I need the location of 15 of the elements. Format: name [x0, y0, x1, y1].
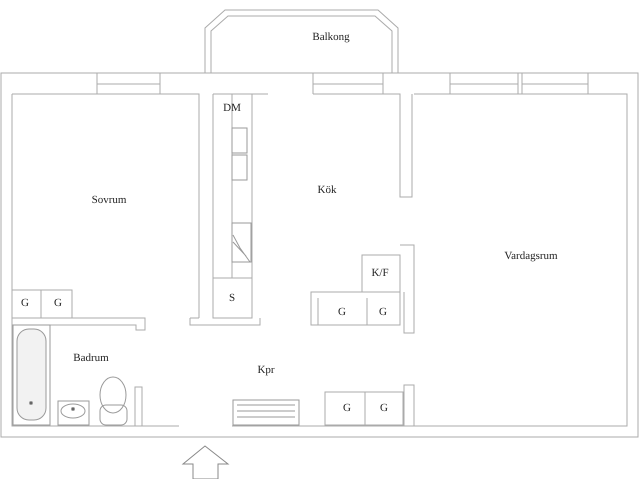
room-label: Balkong: [312, 31, 350, 43]
cabinet-label: G: [379, 306, 387, 318]
appliance-label: K/F: [371, 267, 389, 279]
appliance-label: S: [228, 292, 236, 304]
cabinet-label: G: [343, 402, 351, 414]
cabinet-label: G: [380, 402, 388, 414]
cabinet-label: G: [338, 306, 346, 318]
room-label: Vardagsrum: [504, 250, 558, 262]
cabinet-label: G: [21, 297, 29, 309]
room-label: Kök: [318, 184, 336, 196]
room-label: Badrum: [73, 352, 109, 364]
room-label: Kpr: [257, 364, 275, 376]
cabinet-label: G: [54, 297, 62, 309]
appliance-label: DM: [223, 102, 241, 114]
room-label: Sovrum: [92, 194, 126, 206]
